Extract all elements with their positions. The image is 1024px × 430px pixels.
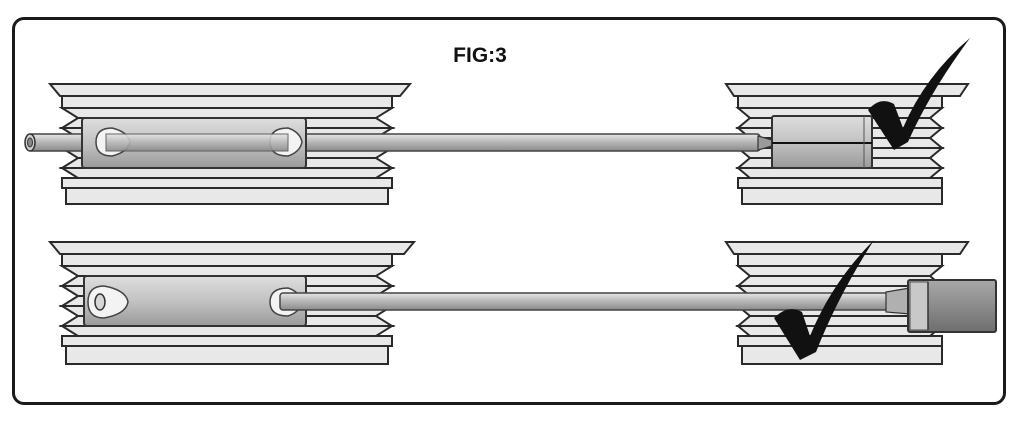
figure-title: FIG:3: [453, 44, 507, 67]
clamp-tool-top: [81, 117, 307, 169]
clamp-tool-bottom: [83, 275, 307, 327]
checkmark-icon: [868, 38, 970, 150]
pulley-left-bottom: [47, 241, 417, 365]
figure-frame: [12, 17, 1006, 405]
target-holder-bottom: [907, 279, 997, 333]
alignment-rod-bottom: [279, 287, 911, 315]
checkmark-icon: [774, 240, 874, 360]
target-holder-top: [771, 115, 873, 169]
